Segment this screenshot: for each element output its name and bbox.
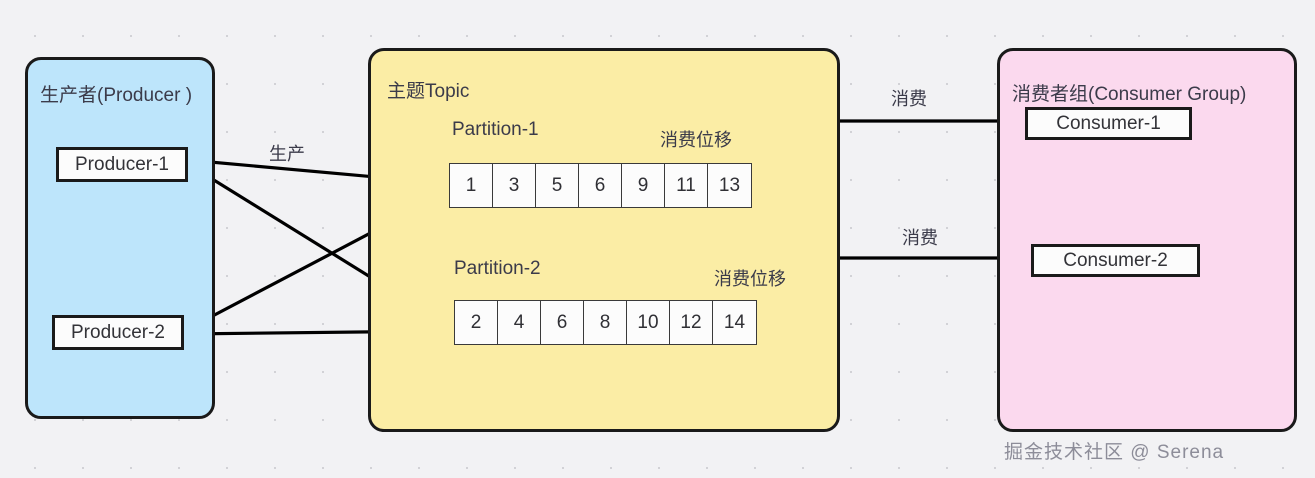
- partition-2-label: Partition-2: [454, 258, 541, 279]
- produce-edge-label: 生产: [269, 144, 305, 164]
- partition-2-cell[interactable]: 8: [584, 301, 627, 344]
- consumer-group-container: 消费者组(Consumer Group): [997, 48, 1297, 432]
- partition-1-cell[interactable]: 1: [450, 164, 493, 207]
- producer-group-container: 生产者(Producer ): [25, 57, 215, 419]
- partition-2-cell[interactable]: 14: [723, 311, 746, 333]
- partition-2-cell[interactable]: 6: [541, 301, 584, 344]
- partition-2-offset-label: 消费位移: [714, 269, 786, 289]
- partition-1-table: 1 3 5 6 9 11 13: [449, 163, 752, 208]
- partition-2-table: 2 4 6 8 10 12 14: [454, 300, 757, 345]
- partition-1-label: Partition-1: [452, 119, 539, 140]
- producer-1-label: Producer-1: [75, 153, 169, 175]
- partition-1-cell[interactable]: 6: [579, 164, 622, 207]
- partition-1-cell[interactable]: 13: [718, 174, 741, 196]
- producer-1-node[interactable]: Producer-1: [56, 147, 188, 182]
- partition-1-cell[interactable]: 5: [536, 164, 579, 207]
- watermark: 掘金技术社区 @ Serena: [1004, 442, 1225, 463]
- consumer-2-node[interactable]: Consumer-2: [1031, 244, 1200, 277]
- partition-2-cell[interactable]: 12: [670, 301, 713, 344]
- topic-container: 主题Topic: [368, 48, 840, 432]
- partition-1-cell[interactable]: 9: [622, 164, 665, 207]
- consume-edge-label-1: 消费: [891, 89, 927, 109]
- partition-2-cell[interactable]: 4: [498, 301, 541, 344]
- consumer-1-label: Consumer-1: [1056, 112, 1161, 134]
- topic-title: 主题Topic: [387, 81, 470, 102]
- partition-1-cell[interactable]: 3: [493, 164, 536, 207]
- consume-edge-label-2: 消费: [902, 228, 938, 248]
- consumer-1-node[interactable]: Consumer-1: [1025, 107, 1192, 140]
- producer-group-title: 生产者(Producer ): [40, 85, 193, 106]
- producer-2-node[interactable]: Producer-2: [52, 315, 184, 350]
- producer-2-label: Producer-2: [71, 321, 165, 343]
- partition-1-offset-label: 消费位移: [660, 130, 732, 150]
- partition-2-cell[interactable]: 10: [627, 301, 670, 344]
- partition-2-cell[interactable]: 2: [455, 301, 498, 344]
- consumer-2-label: Consumer-2: [1063, 249, 1168, 271]
- consumer-group-title: 消费者组(Consumer Group): [1012, 84, 1247, 105]
- partition-1-cell[interactable]: 11: [665, 164, 708, 207]
